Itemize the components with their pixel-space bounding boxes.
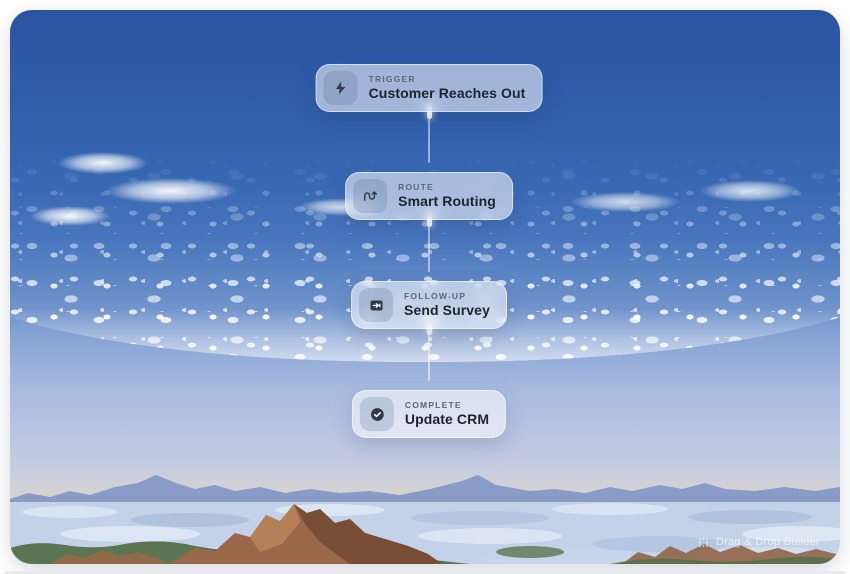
node-title: Customer Reaches Out (368, 84, 526, 101)
node-title: Update CRM (404, 410, 490, 427)
drag-handle-icon (698, 537, 709, 547)
route-icon (353, 179, 388, 213)
workflow-canvas[interactable]: TRIGGER Customer Reaches Out ROUTE Smart… (10, 10, 840, 564)
check-circle-icon (359, 397, 394, 431)
mountain-landscape (10, 475, 840, 564)
node-type-label: ROUTE (398, 182, 434, 193)
node-type-label: TRIGGER (368, 74, 416, 85)
send-mail-icon (359, 288, 394, 322)
workflow-node-route[interactable]: ROUTE Smart Routing (345, 172, 513, 220)
watermark-label: Drag & Drop Builder (715, 536, 820, 548)
node-title: Send Survey (404, 301, 490, 318)
workflow-node-complete[interactable]: COMPLETE Update CRM (351, 390, 507, 438)
next-section-edge (4, 571, 846, 574)
node-title: Smart Routing (398, 192, 496, 209)
workflow-node-follow-up[interactable]: FOLLOW-UP Send Survey (351, 281, 507, 329)
builder-watermark: Drag & Drop Builder (698, 536, 820, 548)
lightning-bolt-icon (323, 71, 358, 105)
workflow-node-trigger[interactable]: TRIGGER Customer Reaches Out (315, 64, 543, 112)
node-type-label: FOLLOW-UP (404, 291, 467, 302)
node-type-label: COMPLETE (404, 400, 462, 411)
